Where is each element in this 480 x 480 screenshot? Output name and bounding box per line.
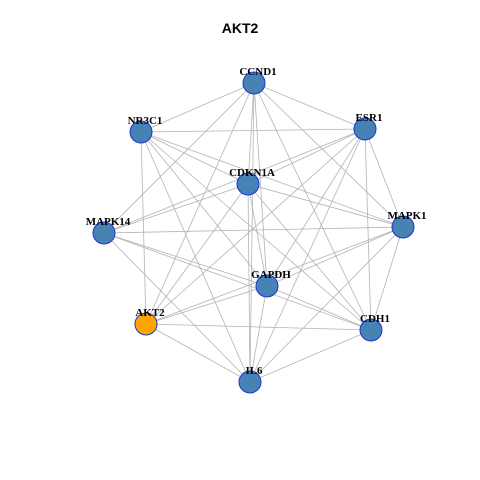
- edge-akt2-cdh1: [145, 323, 372, 331]
- node-mapk14[interactable]: MAPK14: [86, 216, 131, 245]
- edge-ccnd1-nr3c1: [140, 82, 255, 133]
- node-akt2[interactable]: AKT2: [134, 307, 165, 336]
- edge-nr3c1-cdkn1a: [140, 131, 249, 185]
- node-label: CDKN1A: [229, 167, 275, 179]
- node-label: CDH1: [360, 313, 390, 325]
- node-circle[interactable]: [129, 120, 153, 144]
- edge-mapk1-akt2: [145, 226, 404, 325]
- node-il6[interactable]: IL6: [238, 365, 263, 394]
- node-nr3c1[interactable]: NR3C1: [128, 115, 163, 144]
- edge-cdkn1a-il6: [247, 183, 251, 383]
- node-label: CCND1: [239, 66, 276, 78]
- edge-esr1-gapdh: [266, 128, 366, 287]
- edge-cdkn1a-cdh1: [247, 183, 372, 331]
- edge-mapk14-il6: [103, 232, 251, 383]
- node-cdkn1a[interactable]: CDKN1A: [229, 167, 275, 196]
- node-circle[interactable]: [353, 117, 377, 141]
- edge-cdkn1a-mapk14: [103, 183, 249, 234]
- edge-mapk1-cdh1: [370, 226, 404, 331]
- edge-mapk1-gapdh: [266, 226, 404, 287]
- edge-esr1-cdh1: [364, 128, 372, 331]
- node-circle[interactable]: [242, 71, 266, 95]
- edge-ccnd1-mapk1: [253, 82, 404, 228]
- edge-nr3c1-il6: [140, 131, 251, 383]
- node-label: AKT2: [135, 307, 165, 319]
- node-circle[interactable]: [236, 172, 260, 196]
- edge-akt2-il6: [145, 323, 251, 383]
- node-circle[interactable]: [359, 318, 383, 342]
- node-circle[interactable]: [238, 370, 262, 394]
- edge-gapdh-il6: [249, 285, 268, 383]
- edge-gapdh-cdh1: [266, 285, 372, 331]
- node-label: GAPDH: [251, 269, 291, 281]
- edge-ccnd1-gapdh: [253, 82, 268, 287]
- edge-nr3c1-cdh1: [140, 131, 372, 331]
- graph-title: AKT2: [221, 20, 259, 36]
- edge-cdh1-il6: [249, 329, 372, 383]
- node-circle[interactable]: [391, 215, 415, 239]
- edge-cdkn1a-akt2: [145, 183, 249, 325]
- node-label: ESR1: [356, 112, 383, 124]
- edge-nr3c1-gapdh: [140, 131, 268, 287]
- edge-mapk14-mapk1: [103, 226, 404, 234]
- node-label: MAPK1: [387, 210, 426, 222]
- edge-nr3c1-mapk1: [140, 131, 404, 228]
- edge-ccnd1-esr1: [253, 82, 366, 130]
- edge-esr1-akt2: [145, 128, 366, 325]
- node-label: IL6: [245, 365, 263, 377]
- node-cdh1[interactable]: CDH1: [359, 313, 390, 342]
- edge-esr1-il6: [249, 128, 366, 383]
- edge-esr1-mapk14: [103, 128, 366, 234]
- node-label: NR3C1: [128, 115, 163, 127]
- edge-gapdh-akt2: [145, 285, 268, 325]
- edge-ccnd1-cdh1: [253, 82, 372, 331]
- edge-ccnd1-il6: [249, 82, 255, 383]
- edge-cdkn1a-gapdh: [247, 183, 268, 287]
- edge-cdkn1a-mapk1: [247, 183, 404, 228]
- edge-esr1-nr3c1: [140, 128, 366, 133]
- node-ccnd1[interactable]: CCND1: [239, 66, 277, 95]
- edge-nr3c1-akt2: [140, 131, 147, 325]
- node-circle[interactable]: [92, 221, 116, 245]
- node-circle[interactable]: [255, 274, 279, 298]
- edges-layer: [103, 82, 404, 383]
- edge-mapk14-gapdh: [103, 232, 268, 287]
- node-mapk1[interactable]: MAPK1: [387, 210, 427, 239]
- edge-ccnd1-mapk14: [103, 82, 255, 234]
- node-gapdh[interactable]: GAPDH: [251, 269, 291, 298]
- edge-mapk1-il6: [249, 226, 404, 383]
- node-label: MAPK14: [86, 216, 131, 228]
- node-circle[interactable]: [134, 312, 158, 336]
- edge-ccnd1-cdkn1a: [247, 82, 255, 185]
- edge-esr1-mapk1: [364, 128, 404, 228]
- edge-mapk14-cdh1: [103, 232, 372, 331]
- edge-esr1-cdkn1a: [247, 128, 366, 185]
- node-esr1[interactable]: ESR1: [353, 112, 383, 141]
